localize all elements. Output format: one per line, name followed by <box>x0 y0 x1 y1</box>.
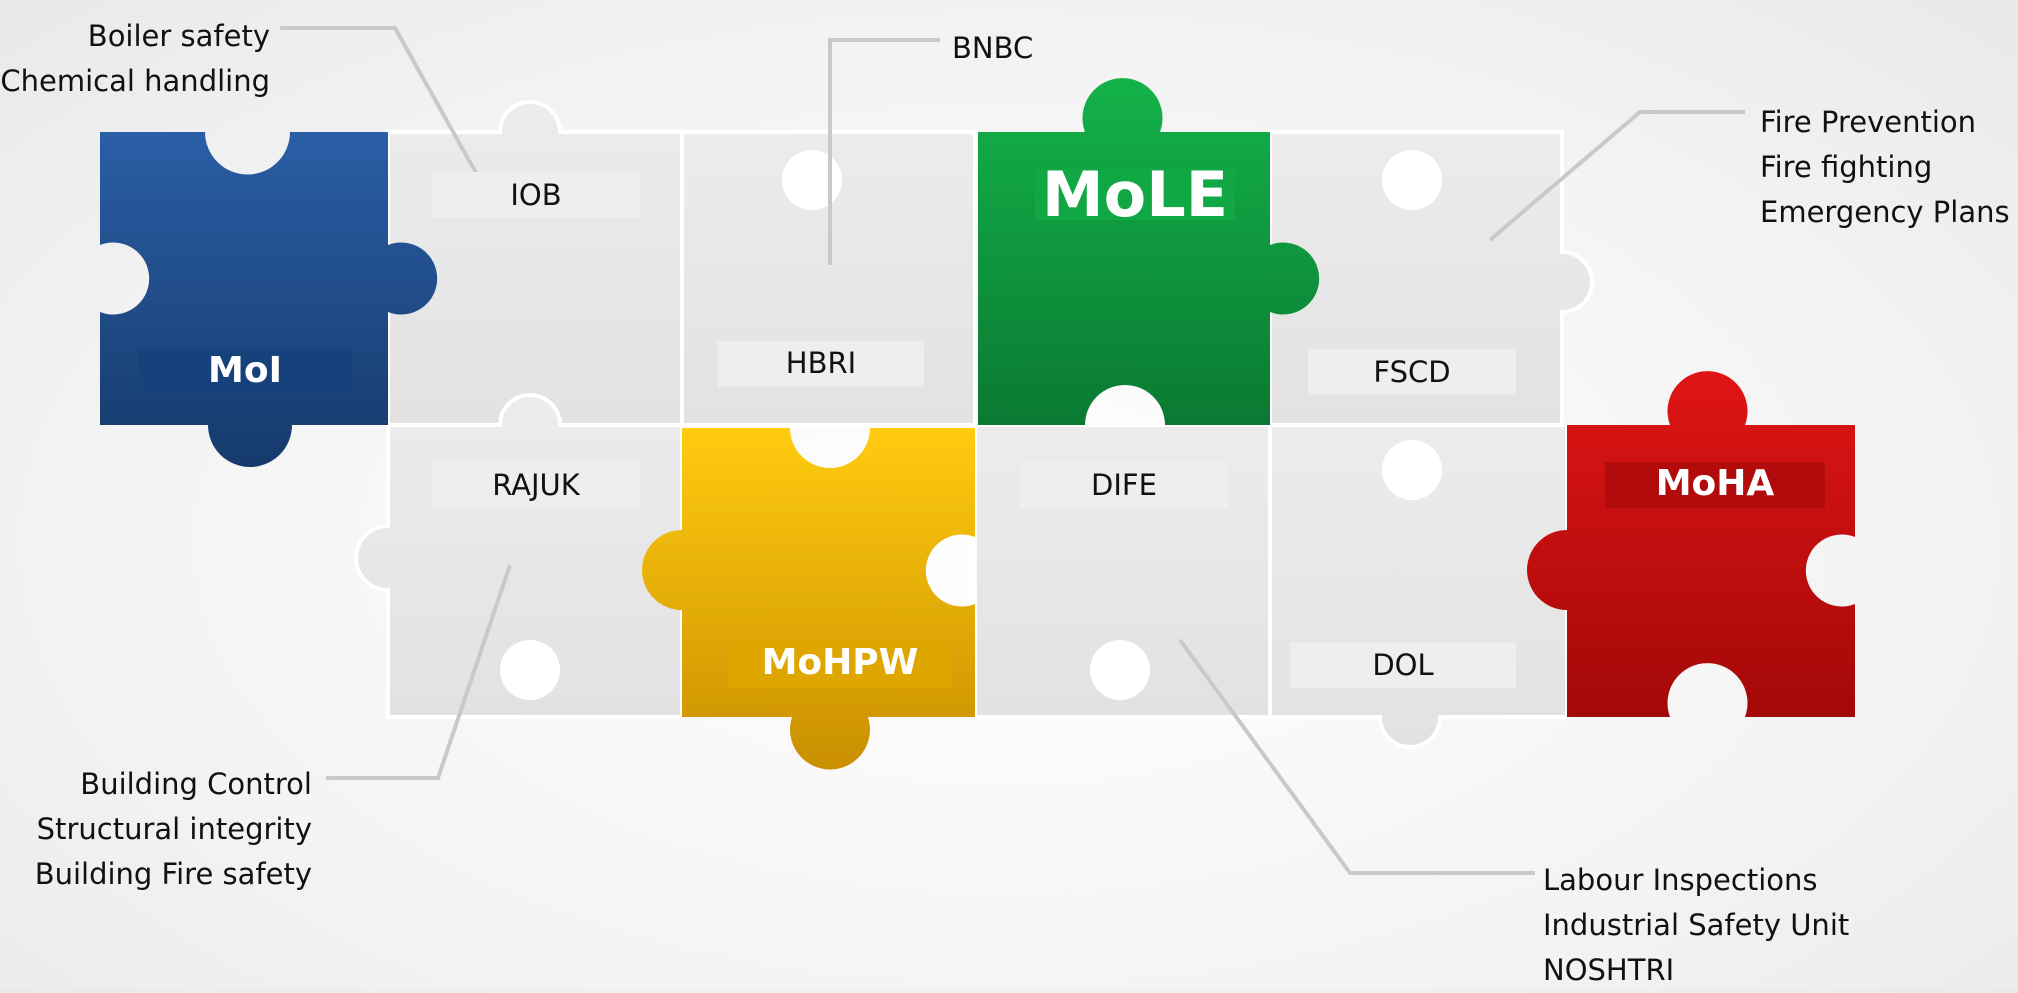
connector-lines <box>280 26 1745 875</box>
label-iob: IOB <box>510 178 562 212</box>
piece-mohpw <box>642 428 975 770</box>
label-dife: DIFE <box>1091 468 1157 502</box>
note-labour: Labour Inspections Industrial Safety Uni… <box>1543 858 1849 993</box>
note-labour-line2: Industrial Safety Unit <box>1543 908 1850 942</box>
label-backdrops <box>432 172 1516 688</box>
piece-mole <box>978 78 1320 425</box>
note-building: Building Control Structural integrity Bu… <box>35 762 312 897</box>
note-fire-line3: Emergency Plans <box>1760 195 2010 229</box>
connector-building <box>326 564 512 780</box>
label-rajuk: RAJUK <box>492 468 580 502</box>
ministry-backdrops <box>138 168 1825 688</box>
label-mole: MoLE <box>1041 158 1229 231</box>
note-fire: Fire Prevention Fire fighting Emergency … <box>1760 100 2010 235</box>
note-boiler-line2: Chemical handling <box>0 64 270 98</box>
label-hbri: HBRI <box>785 346 857 380</box>
connector-bnbc <box>828 38 940 265</box>
puzzle-holes <box>500 150 1442 700</box>
connector-boiler <box>280 26 482 181</box>
note-labour-line3: NOSHTRI <box>1543 953 1675 987</box>
label-dol: DOL <box>1372 648 1434 682</box>
piece-moha <box>1527 371 1855 717</box>
note-fire-line1: Fire Prevention <box>1760 105 1977 139</box>
label-fscd: FSCD <box>1373 355 1451 389</box>
label-mohpw: MoHPW <box>761 642 919 683</box>
note-building-line2: Structural integrity <box>36 812 312 846</box>
piece-moi <box>100 132 438 467</box>
connector-labour <box>1178 638 1535 875</box>
label-moha: MoHA <box>1655 463 1775 504</box>
note-boiler-line1: Boiler safety <box>87 19 270 53</box>
note-bnbc-line1: BNBC <box>952 31 1034 65</box>
note-labour-line1: Labour Inspections <box>1543 863 1818 897</box>
label-moi: MoI <box>208 350 282 391</box>
connector-fire <box>1488 110 1745 242</box>
note-building-line1: Building Control <box>80 767 312 801</box>
note-fire-line2: Fire fighting <box>1760 150 1933 184</box>
note-building-line3: Building Fire safety <box>34 857 312 891</box>
note-boiler: Boiler safety Chemical handling <box>0 14 270 104</box>
note-bnbc: BNBC <box>952 26 1033 71</box>
